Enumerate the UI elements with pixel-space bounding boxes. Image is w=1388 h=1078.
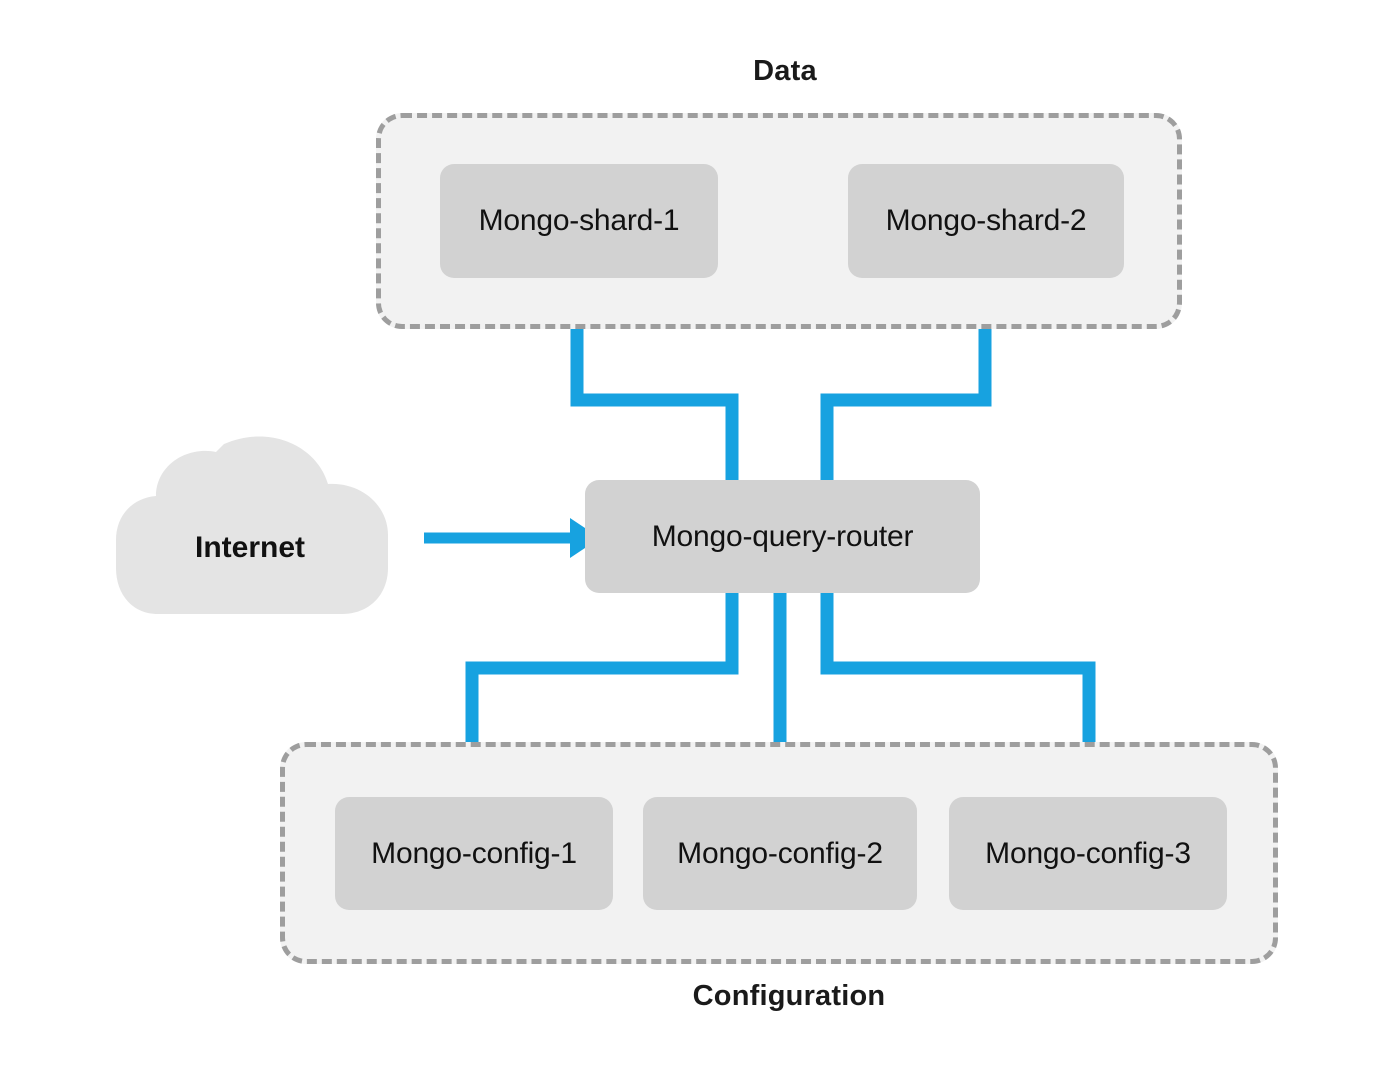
node-config-1[interactable]: Mongo-config-1 [335,797,613,910]
node-config-2[interactable]: Mongo-config-2 [643,797,917,910]
node-config-3[interactable]: Mongo-config-3 [949,797,1227,910]
node-shard-2[interactable]: Mongo-shard-2 [848,164,1124,278]
group-label-data: Data [753,55,817,87]
node-shard-1[interactable]: Mongo-shard-1 [440,164,718,278]
node-label-config-1: Mongo-config-1 [371,836,577,870]
cloud-icon [116,436,388,614]
node-label-query-router: Mongo-query-router [651,519,914,553]
group-label-configuration: Configuration [692,980,886,1012]
node-query-router[interactable]: Mongo-query-router [585,480,980,593]
node-label-shard-2: Mongo-shard-2 [885,204,1087,237]
cloud-label-internet: Internet [194,531,305,564]
node-label-config-2: Mongo-config-2 [677,836,883,870]
cloud-internet[interactable]: Internet [112,418,462,638]
node-label-shard-1: Mongo-shard-1 [478,204,680,237]
node-label-config-3: Mongo-config-3 [985,836,1191,870]
